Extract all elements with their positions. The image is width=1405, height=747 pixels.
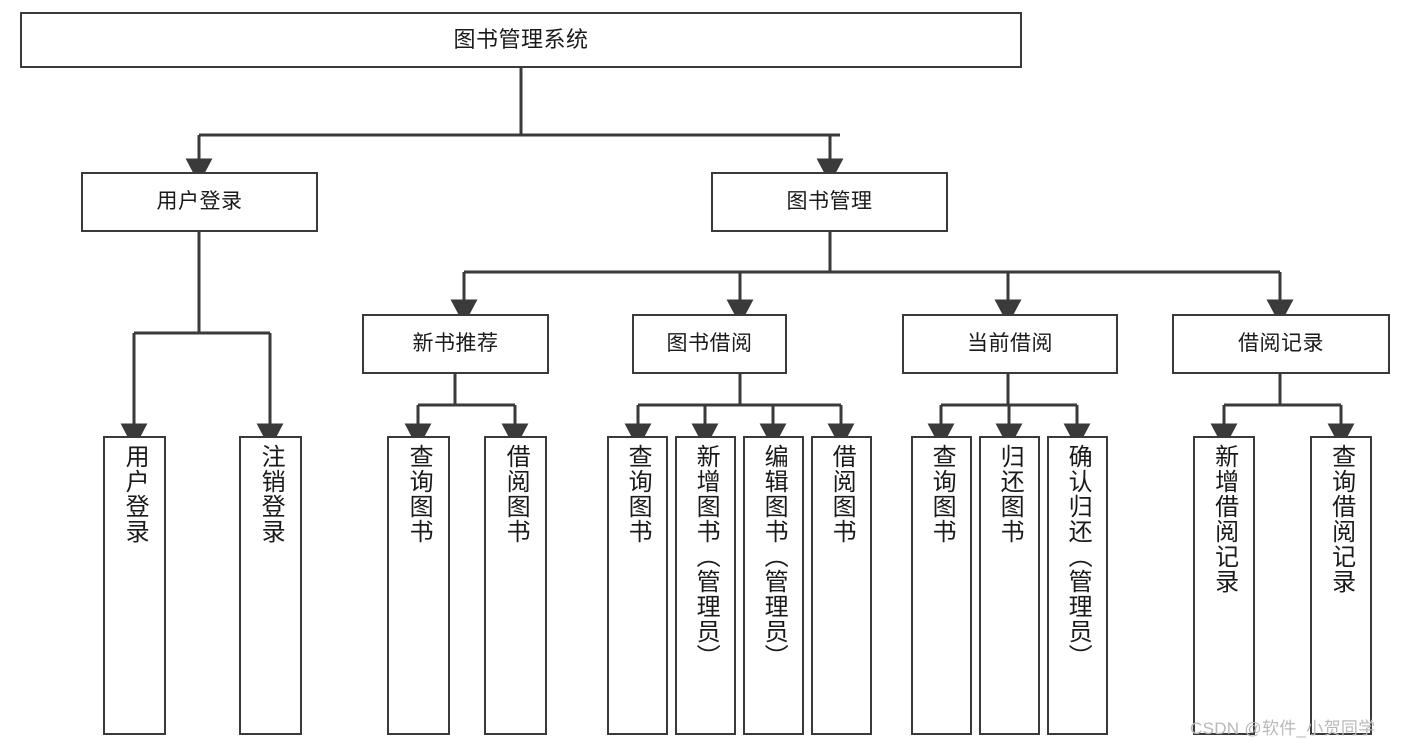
node-book-borrow-label: 图书借阅 <box>666 331 753 355</box>
node-leaf-borrow-book-2[interactable]: 借阅图书 <box>811 436 872 735</box>
node-current-borrow-label: 当前借阅 <box>967 331 1053 355</box>
node-book-borrow[interactable]: 图书借阅 <box>632 314 787 374</box>
node-leaf-user-login[interactable]: 用户登录 <box>103 436 166 735</box>
node-leaf-logout-label: 注销登录 <box>257 444 285 544</box>
node-borrow-record[interactable]: 借阅记录 <box>1172 314 1390 374</box>
node-leaf-query-book-2-label: 查询图书 <box>624 444 652 544</box>
watermark-text: CSDN @软件_小贺同学 <box>1190 719 1376 738</box>
node-new-book-rec[interactable]: 新书推荐 <box>362 314 549 374</box>
node-borrow-record-label: 借阅记录 <box>1238 331 1324 355</box>
node-root[interactable]: 图书管理系统 <box>20 12 1022 68</box>
node-leaf-edit-book-label: 编辑图书（管理员） <box>760 444 788 669</box>
node-leaf-add-book-label: 新增图书（管理员） <box>692 444 720 669</box>
node-leaf-add-record-label: 新增借阅记录 <box>1210 444 1238 594</box>
node-leaf-query-book-2[interactable]: 查询图书 <box>607 436 668 735</box>
node-leaf-edit-book[interactable]: 编辑图书（管理员） <box>743 436 804 735</box>
node-current-borrow[interactable]: 当前借阅 <box>902 314 1118 374</box>
node-leaf-logout[interactable]: 注销登录 <box>239 436 302 735</box>
node-user-login-label: 用户登录 <box>156 189 243 213</box>
node-leaf-user-login-label: 用户登录 <box>121 444 149 544</box>
node-leaf-query-book-3[interactable]: 查询图书 <box>911 436 972 735</box>
node-new-book-rec-label: 新书推荐 <box>412 331 499 355</box>
node-leaf-query-record[interactable]: 查询借阅记录 <box>1310 436 1372 735</box>
node-leaf-borrow-book-2-label: 借阅图书 <box>828 444 856 544</box>
node-leaf-query-book-3-label: 查询图书 <box>928 444 956 544</box>
node-leaf-query-book-1[interactable]: 查询图书 <box>387 436 450 735</box>
node-leaf-confirm-return-label: 确认归还（管理员） <box>1064 444 1092 669</box>
node-root-label: 图书管理系统 <box>453 27 589 53</box>
node-leaf-return-book-label: 归还图书 <box>996 444 1024 544</box>
node-leaf-confirm-return[interactable]: 确认归还（管理员） <box>1047 436 1108 735</box>
node-leaf-query-record-label: 查询借阅记录 <box>1327 444 1355 594</box>
node-user-login[interactable]: 用户登录 <box>81 172 318 232</box>
node-leaf-borrow-book-1-label: 借阅图书 <box>502 444 530 544</box>
node-book-manage-label: 图书管理 <box>786 189 873 213</box>
node-leaf-add-record[interactable]: 新增借阅记录 <box>1193 436 1255 735</box>
node-book-manage[interactable]: 图书管理 <box>711 172 948 232</box>
node-leaf-return-book[interactable]: 归还图书 <box>979 436 1040 735</box>
node-leaf-borrow-book-1[interactable]: 借阅图书 <box>484 436 547 735</box>
node-leaf-add-book[interactable]: 新增图书（管理员） <box>675 436 736 735</box>
node-leaf-query-book-1-label: 查询图书 <box>405 444 433 544</box>
